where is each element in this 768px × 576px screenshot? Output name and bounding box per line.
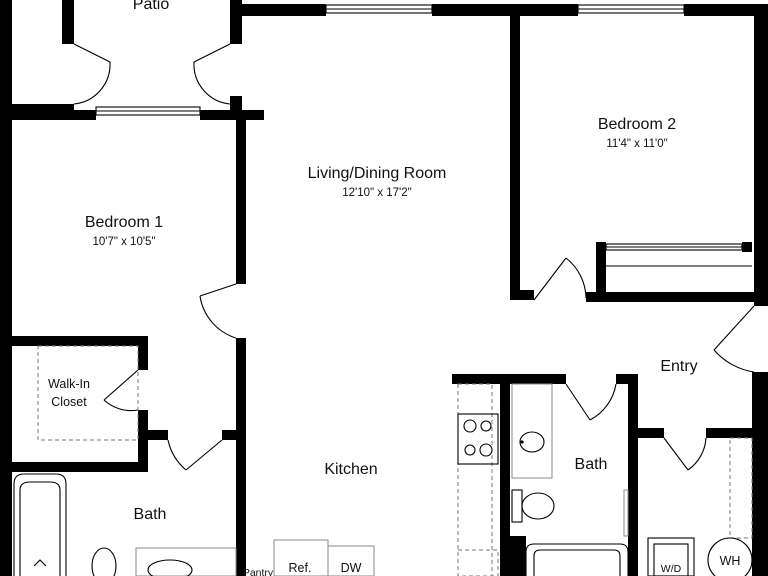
cabinets [37,345,753,576]
wall-segment [62,0,74,44]
room-label-kitchen: Kitchen [324,461,377,478]
room-label-living: Living/Dining Room [308,165,447,182]
room-dims-living: 12'10" x 17'2" [342,187,411,199]
wall-segment [510,290,534,300]
wall-segment [138,336,148,370]
wall-segment [616,374,638,384]
wall-segment [500,374,510,576]
fixture-label-wh: WH [720,554,741,568]
fixture-label-dw: DW [341,561,362,575]
fixtures [13,413,753,576]
doors [73,43,755,471]
wall-segment [628,374,638,576]
wall-segment [742,242,752,252]
room-label-walkin-line1: Walk-In [48,377,90,391]
wall-segment [638,428,664,438]
labels: Patio Living/Dining Room 12'10" x 17'2" … [48,0,740,576]
wall-segment [684,4,768,16]
wall-segment [596,242,606,300]
wall-segment [0,0,12,576]
fixture-label-ref: Ref. [289,561,312,575]
range-icon [457,413,499,465]
wall-segment [230,96,242,120]
wall-segment [706,428,752,438]
wall-segment [510,536,526,576]
room-label-walkin-line2: Closet [51,395,87,409]
room-dims-bedroom2: 11'4" x 11'0" [606,138,667,150]
washer-dryer-icon [647,537,695,576]
wall-segment [12,462,148,472]
wall-segment [12,336,148,346]
wall-segment [222,430,236,440]
wall-segment [236,4,326,16]
sink-icon [519,431,545,453]
wall-segment [148,430,168,440]
wall-segment [510,16,520,300]
room-label-patio: Patio [133,0,170,13]
room-label-entry: Entry [660,358,697,375]
wall-segment [754,4,768,306]
fixture-label-pantry: Pantry [243,567,274,576]
wall-segment [752,372,768,576]
bathtub-icon [525,543,629,576]
fixture-label-wd: W/D [661,563,682,575]
wall-segment [236,120,246,284]
room-label-bath2: Bath [575,456,608,473]
toilet-icon [91,547,117,576]
room-label-bedroom1: Bedroom 1 [85,214,163,231]
wall-segment [138,410,148,470]
sink-icon [147,559,193,576]
wall-segment [586,292,768,302]
bathtub-icon [13,473,67,576]
wall-segment [432,4,578,16]
toilet-icon [511,489,523,523]
room-label-bedroom2: Bedroom 2 [598,116,676,133]
wall-segment [236,338,246,576]
room-label-bath1: Bath [134,506,167,523]
windows [95,4,752,267]
water-heater-icon [707,537,753,576]
room-dims-bedroom1: 10'7" x 10'5" [92,236,155,248]
wall-segment [12,110,96,120]
